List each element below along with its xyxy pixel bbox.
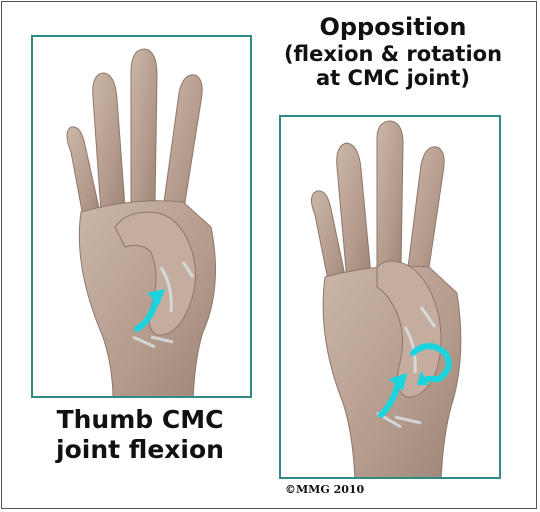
- caption-line1: Thumb CMC: [24, 405, 256, 435]
- caption-line2: joint flexion: [24, 435, 256, 465]
- opposition-subtitle-line1: (flexion & rotation: [262, 42, 524, 66]
- opposition-title: Opposition (flexion & rotation at CMC jo…: [262, 12, 524, 90]
- opposition-subtitle-line2: at CMC joint): [262, 66, 524, 90]
- hand-illustration: [33, 37, 252, 398]
- panel-thumb-flexion: [31, 35, 252, 398]
- panel-opposition: [279, 115, 501, 479]
- thumb-flexion-caption: Thumb CMC joint flexion: [24, 405, 256, 465]
- copyright-label: ©MMG 2010: [285, 483, 364, 496]
- hand-illustration: [281, 117, 501, 479]
- opposition-heading: Opposition: [262, 12, 524, 42]
